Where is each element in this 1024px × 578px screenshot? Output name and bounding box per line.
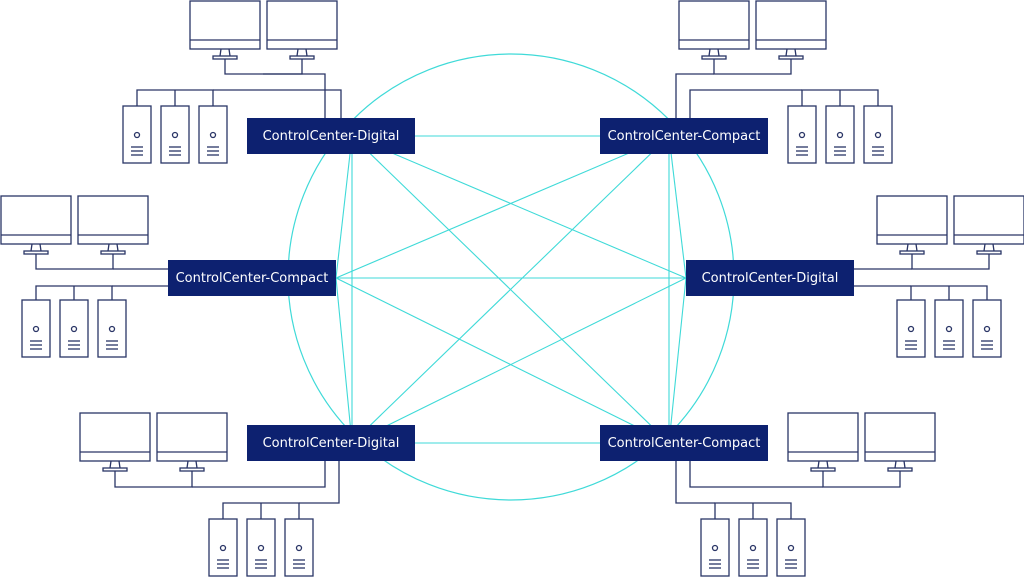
mesh-link [351,135,687,279]
monitor-icon [189,0,261,60]
server-tower-icon [21,299,51,358]
monitor-icon [156,412,228,472]
mesh-link [668,135,687,279]
mesh-link [335,135,353,279]
node-control-center-compact-middle-left: ControlCenter-Compact [168,260,336,296]
monitor-icon [266,0,338,60]
monitor-icon [953,195,1024,255]
server-tower-icon [122,105,152,164]
monitor-icon [79,412,151,472]
monitor-icon [787,412,859,472]
server-tower-icon [284,518,314,577]
server-tower-icon [863,105,893,164]
node-control-center-compact-bottom-right: ControlCenter-Compact [600,425,768,461]
device-cluster [0,195,168,358]
server-tower-icon [59,299,89,358]
monitor-icon [678,0,750,60]
mesh-links [287,53,735,501]
mesh-link [335,277,353,444]
node-control-center-compact-top-right: ControlCenter-Compact [600,118,768,154]
server-tower-icon [246,518,276,577]
device-cluster [79,412,340,577]
mesh-link [335,135,670,279]
mesh-link [351,135,670,444]
monitor-icon [0,195,72,255]
monitor-icon [755,0,827,60]
server-tower-icon [972,299,1002,358]
server-tower-icon [825,105,855,164]
server-tower-icon [160,105,190,164]
server-tower-icon [776,518,806,577]
server-tower-icon [738,518,768,577]
server-tower-icon [198,105,228,164]
device-cluster [675,412,936,577]
node-control-center-digital-top-left: ControlCenter-Digital [247,118,415,154]
monitor-icon [864,412,936,472]
device-cluster [122,0,342,164]
mesh-link [335,277,670,444]
server-tower-icon [787,105,817,164]
device-cluster [854,195,1024,358]
server-tower-icon [208,518,238,577]
server-tower-icon [934,299,964,358]
server-tower-icon [896,299,926,358]
device-cluster [675,0,893,164]
mesh-link [668,277,687,444]
monitor-icon [876,195,948,255]
server-tower-icon [700,518,730,577]
monitor-icon [77,195,149,255]
server-tower-icon [97,299,127,358]
mesh-link [351,277,687,444]
node-control-center-digital-bottom-left: ControlCenter-Digital [247,425,415,461]
node-control-center-digital-middle-right: ControlCenter-Digital [686,260,854,296]
